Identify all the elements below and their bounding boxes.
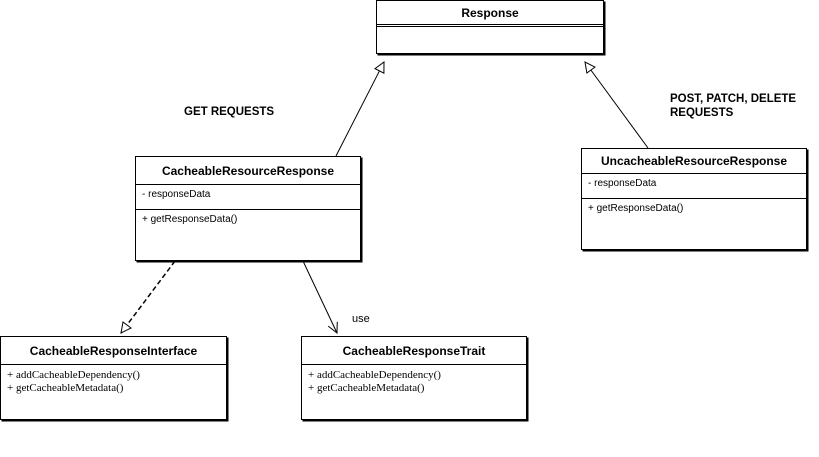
class-name: CacheableResponseTrait — [302, 337, 526, 365]
use-label: use — [352, 313, 370, 325]
methods-section: + getResponseData() — [582, 199, 806, 218]
method-item: + getCacheableMetadata() — [308, 382, 425, 394]
methods-section: + addCacheableDependency() + getCacheabl… — [302, 365, 526, 399]
inheritance-line-uncacheable — [585, 62, 649, 149]
class-uncacheable-resource-response[interactable]: UncacheableResourceResponse - responseDa… — [581, 148, 807, 250]
method-item: + getResponseData() — [142, 214, 238, 225]
post-patch-delete-line-1: POST, PATCH, DELETE — [670, 93, 797, 105]
attribute-item: - responseData — [142, 189, 211, 200]
attributes-section: - responseData — [582, 174, 806, 199]
class-cacheable-response-interface[interactable]: CacheableResponseInterface + addCacheabl… — [0, 336, 227, 420]
class-name: CacheableResponseInterface — [1, 337, 226, 365]
get-requests-label: GET REQUESTS — [184, 106, 275, 118]
class-name: UncacheableResourceResponse — [582, 149, 806, 174]
post-patch-delete-line-2: REQUESTS — [670, 107, 734, 119]
attributes-section: - responseData — [136, 185, 360, 210]
use-line-trait — [302, 260, 337, 333]
class-name: Response — [377, 1, 603, 27]
method-item: + addCacheableDependency() — [7, 369, 140, 381]
inheritance-line-cacheable — [335, 62, 384, 157]
method-item: + getCacheableMetadata() — [7, 382, 124, 394]
post-patch-delete-label: POST, PATCH, DELETE REQUESTS — [670, 92, 796, 120]
class-cacheable-response-trait[interactable]: CacheableResponseTrait + addCacheableDep… — [301, 336, 527, 420]
attribute-item: - responseData — [588, 178, 657, 189]
class-response[interactable]: Response — [376, 0, 604, 54]
class-cacheable-resource-response[interactable]: CacheableResourceResponse - responseData… — [135, 156, 361, 261]
method-item: + addCacheableDependency() — [308, 369, 441, 381]
methods-section: + addCacheableDependency() + getCacheabl… — [1, 365, 226, 399]
realization-line-interface — [121, 260, 176, 333]
method-item: + getResponseData() — [588, 203, 684, 214]
class-name: CacheableResourceResponse — [136, 157, 360, 185]
methods-section: + getResponseData() — [136, 210, 360, 229]
